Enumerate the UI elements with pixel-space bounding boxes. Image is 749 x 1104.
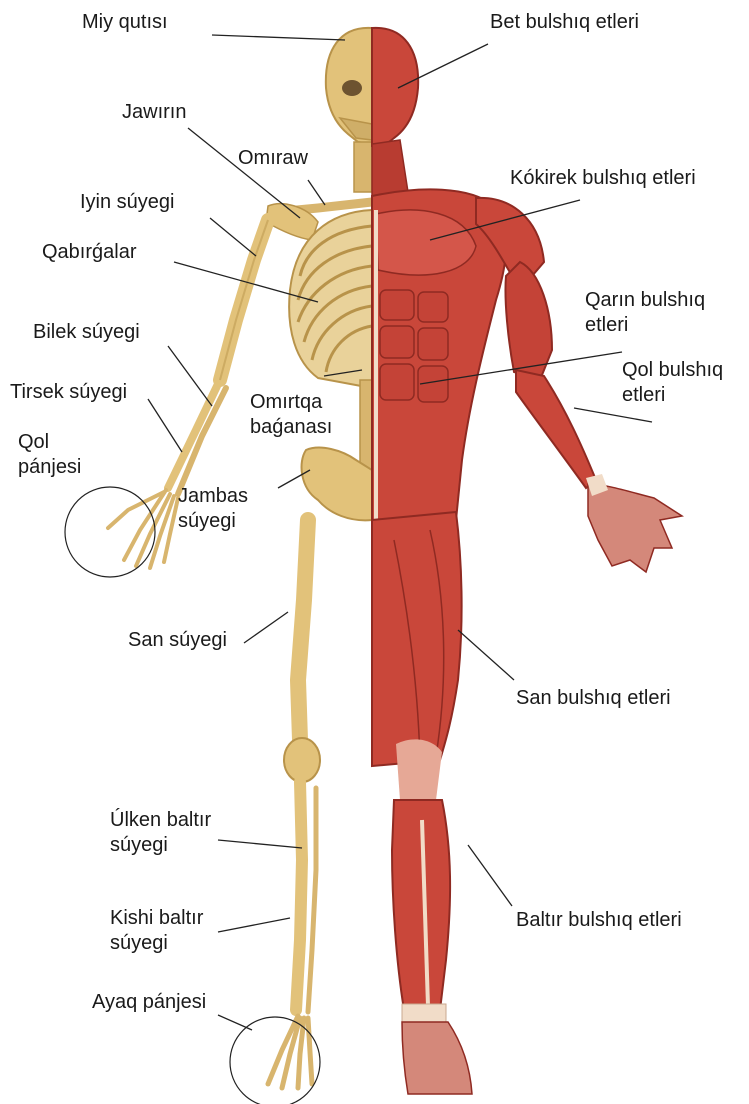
radius bbox=[168, 384, 218, 488]
foot-bones bbox=[268, 1016, 312, 1088]
neck-vertebrae bbox=[354, 142, 372, 192]
label-san-bulshiq: San bulshıq etleri bbox=[516, 686, 671, 711]
label-baltir-bulshiq: Baltır bulshıq etleri bbox=[516, 908, 682, 933]
label-bilek: Bilek súyegi bbox=[33, 320, 140, 345]
knee-tendon bbox=[396, 739, 442, 800]
fibula bbox=[308, 788, 316, 1012]
label-omiraw: Omıraw bbox=[238, 146, 308, 171]
label-iyin: Iyin súyegi bbox=[80, 190, 175, 215]
neck-muscles bbox=[372, 140, 408, 198]
foot bbox=[402, 1022, 472, 1094]
hand-highlight-circle bbox=[65, 487, 155, 577]
thigh-muscles bbox=[372, 512, 462, 766]
label-qabirgalar: Qabırǵalar bbox=[42, 240, 137, 265]
forearm-muscles bbox=[516, 370, 596, 488]
label-miy-qutisi: Miy qutısı bbox=[82, 10, 168, 35]
label-san-suyegi: San súyegi bbox=[128, 628, 227, 653]
label-kokirek: Kókirek bulshıq etleri bbox=[510, 166, 696, 191]
ankle-tendons bbox=[402, 1004, 446, 1022]
tibia bbox=[296, 782, 302, 1010]
ulna bbox=[178, 388, 226, 494]
hand bbox=[588, 484, 682, 572]
label-jawirin: Jawırın bbox=[122, 100, 186, 125]
eye-socket bbox=[342, 80, 362, 96]
label-bet-bulshiq: Bet bulshıq etleri bbox=[490, 10, 639, 35]
knee bbox=[284, 738, 320, 782]
femur bbox=[298, 520, 308, 740]
face-muscles bbox=[372, 28, 418, 146]
label-ayaq-panjesi: Ayaq pánjesi bbox=[92, 990, 206, 1015]
upper-arm-muscles bbox=[505, 262, 552, 380]
label-tirsek: Tirsek súyegi bbox=[10, 380, 127, 405]
abs bbox=[380, 290, 448, 402]
